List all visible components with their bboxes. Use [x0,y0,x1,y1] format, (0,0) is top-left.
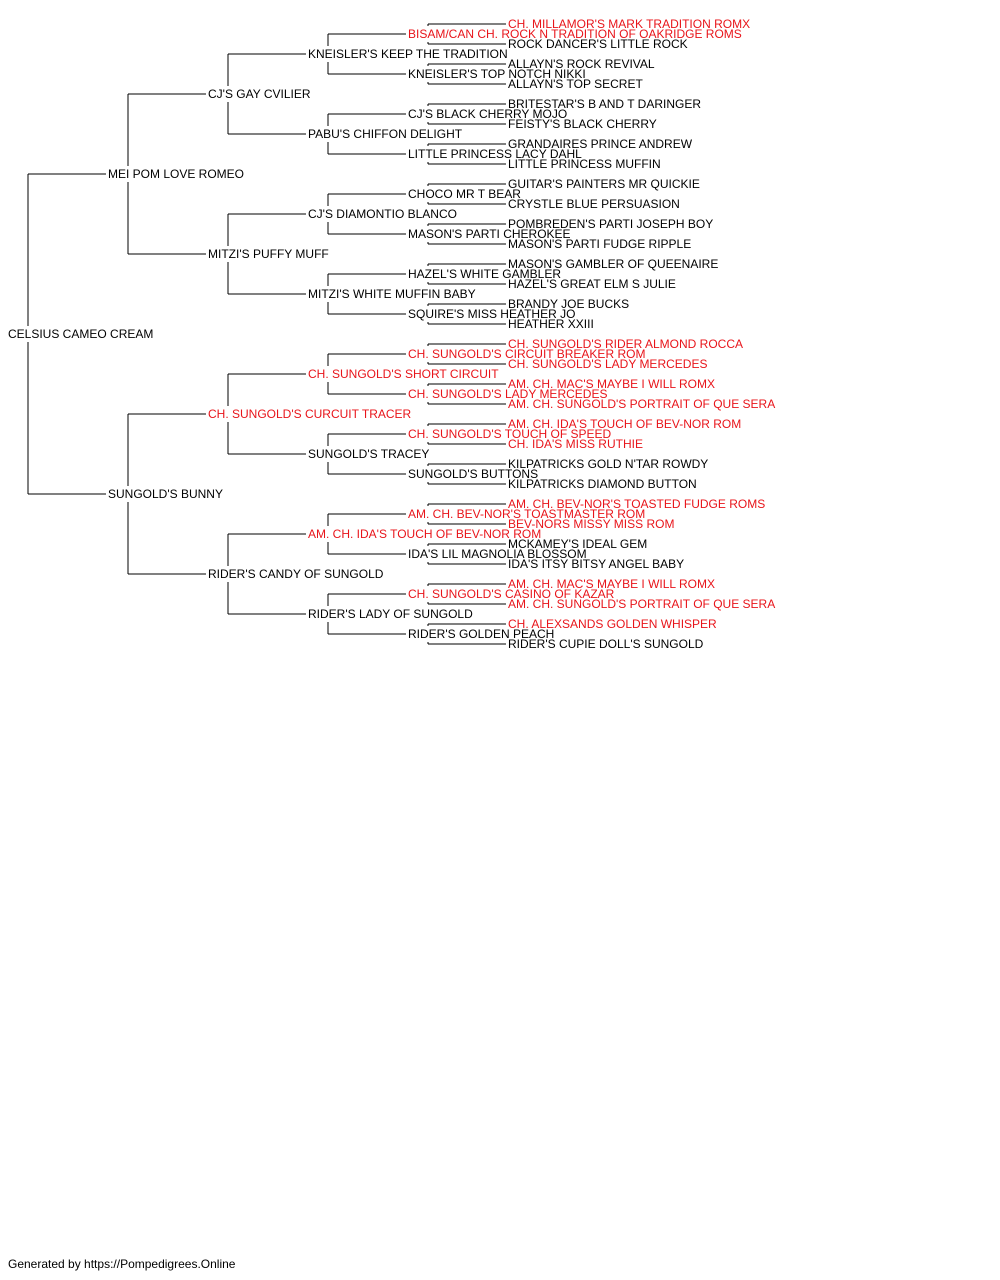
dog-name-gen3: CH. SUNGOLD'S SHORT CIRCUIT [308,367,499,381]
dog-name-gen4: IDA'S LIL MAGNOLIA BLOSSOM [408,547,587,561]
dog-name-gen5: CH. SUNGOLD'S LADY MERCEDES [508,357,707,371]
dog-name-gen3: RIDER'S LADY OF SUNGOLD [308,607,473,621]
dog-name-gen4: CH. SUNGOLD'S CIRCUIT BREAKER ROM [408,347,645,361]
dog-name-gen5: CH. MILLAMOR'S MARK TRADITION ROMX [508,17,750,31]
dog-name-gen5: AM. CH. SUNGOLD'S PORTRAIT OF QUE SERA [508,597,775,611]
dog-name-gen5: AM. CH. SUNGOLD'S PORTRAIT OF QUE SERA [508,397,775,411]
dog-name-gen5: POMBREDEN'S PARTI JOSEPH BOY [508,217,713,231]
dog-name-gen4: SUNGOLD'S BUTTONS [408,467,538,481]
dog-name-gen5: BRITESTAR'S B AND T DARINGER [508,97,701,111]
dog-name-gen4: SQUIRE'S MISS HEATHER JO [408,307,575,321]
dog-name-gen5: ALLAYN'S TOP SECRET [508,77,643,91]
dog-name-gen3: PABU'S CHIFFON DELIGHT [308,127,463,141]
dog-name-gen4: RIDER'S GOLDEN PEACH [408,627,554,641]
dog-name-gen5: BEV-NORS MISSY MISS ROM [508,517,674,531]
dog-name-gen2: RIDER'S CANDY OF SUNGOLD [208,567,384,581]
dog-name-gen5: CH. ALEXSANDS GOLDEN WHISPER [508,617,717,631]
dog-name-gen5: GRANDAIRES PRINCE ANDREW [508,137,693,151]
dog-name-gen5: CRYSTLE BLUE PERSUASION [508,197,680,211]
dog-name-gen3: SUNGOLD'S TRACEY [308,447,429,461]
dog-name-gen0: CELSIUS CAMEO CREAM [8,327,153,341]
dog-name-gen2: CH. SUNGOLD'S CURCUIT TRACER [208,407,412,421]
dog-name-gen5: LITTLE PRINCESS MUFFIN [508,157,661,171]
dog-name-gen5: AM. CH. IDA'S TOUCH OF BEV-NOR ROM [508,417,741,431]
dog-name-gen4: LITTLE PRINCESS LACY DAHL [408,147,582,161]
dog-name-gen5: BRANDY JOE BUCKS [508,297,629,311]
dog-name-gen5: ROCK DANCER'S LITTLE ROCK [508,37,688,51]
dog-name-gen5: ALLAYN'S ROCK REVIVAL [508,57,655,71]
dog-name-gen4: CH. SUNGOLD'S LADY MERCEDES [408,387,607,401]
dog-name-gen5: RIDER'S CUPIE DOLL'S SUNGOLD [508,637,704,651]
dog-name-gen5: AM. CH. MAC'S MAYBE I WILL ROMX [508,577,715,591]
dog-name-gen5: MASON'S PARTI FUDGE RIPPLE [508,237,691,251]
dog-name-gen4: CH. SUNGOLD'S TOUCH OF SPEED [408,427,612,441]
footer-credit: Generated by https://Pompedigrees.Online [8,1257,236,1271]
dog-name-gen5: MCKAMEY'S IDEAL GEM [508,537,647,551]
dog-name-gen5: HEATHER XXIII [508,317,594,331]
dog-name-gen5: IDA'S ITSY BITSY ANGEL BABY [508,557,684,571]
dog-name-gen4: HAZEL'S WHITE GAMBLER [408,267,561,281]
dog-name-gen1: MEI POM LOVE ROMEO [108,167,244,181]
dog-name-gen5: GUITAR'S PAINTERS MR QUICKIE [508,177,700,191]
dog-name-gen4: KNEISLER'S TOP NOTCH NIKKI [408,67,586,81]
dog-name-gen4: CJ'S BLACK CHERRY MOJO [408,107,567,121]
dog-name-gen2: CJ'S GAY CVILIER [208,87,311,101]
dog-name-gen5: CH. SUNGOLD'S RIDER ALMOND ROCCA [508,337,743,351]
dog-name-gen4: MASON'S PARTI CHEROKEE [408,227,571,241]
dog-name-gen1: SUNGOLD'S BUNNY [108,487,223,501]
dog-name-gen3: MITZI'S WHITE MUFFIN BABY [308,287,476,301]
dog-name-gen3: CJ'S DIAMONTIO BLANCO [308,207,457,221]
dog-name-gen5: FEISTY'S BLACK CHERRY [508,117,657,131]
dog-name-gen5: AM. CH. BEV-NOR'S TOASTED FUDGE ROMS [508,497,765,511]
dog-name-gen5: AM. CH. MAC'S MAYBE I WILL ROMX [508,377,715,391]
dog-name-gen2: MITZI'S PUFFY MUFF [208,247,329,261]
dog-name-gen4: AM. CH. BEV-NOR'S TOASTMASTER ROM [408,507,645,521]
dog-name-gen3: KNEISLER'S KEEP THE TRADITION [308,47,508,61]
dog-name-gen5: KILPATRICKS GOLD N'TAR ROWDY [508,457,708,471]
dog-name-gen4: CHOCO MR T BEAR [408,187,521,201]
dog-name-gen4: CH. SUNGOLD'S CASINO OF KAZAR [408,587,615,601]
dog-name-gen5: MASON'S GAMBLER OF QUEENAIRE [508,257,718,271]
dog-name-gen3: AM. CH. IDA'S TOUCH OF BEV-NOR ROM [308,527,541,541]
dog-name-gen4: BISAM/CAN CH. ROCK N TRADITION OF OAKRID… [408,27,742,41]
dog-name-gen5: KILPATRICKS DIAMOND BUTTON [508,477,697,491]
dog-name-gen5: HAZEL'S GREAT ELM S JULIE [508,277,676,291]
dog-name-gen5: CH. IDA'S MISS RUTHIE [508,437,643,451]
